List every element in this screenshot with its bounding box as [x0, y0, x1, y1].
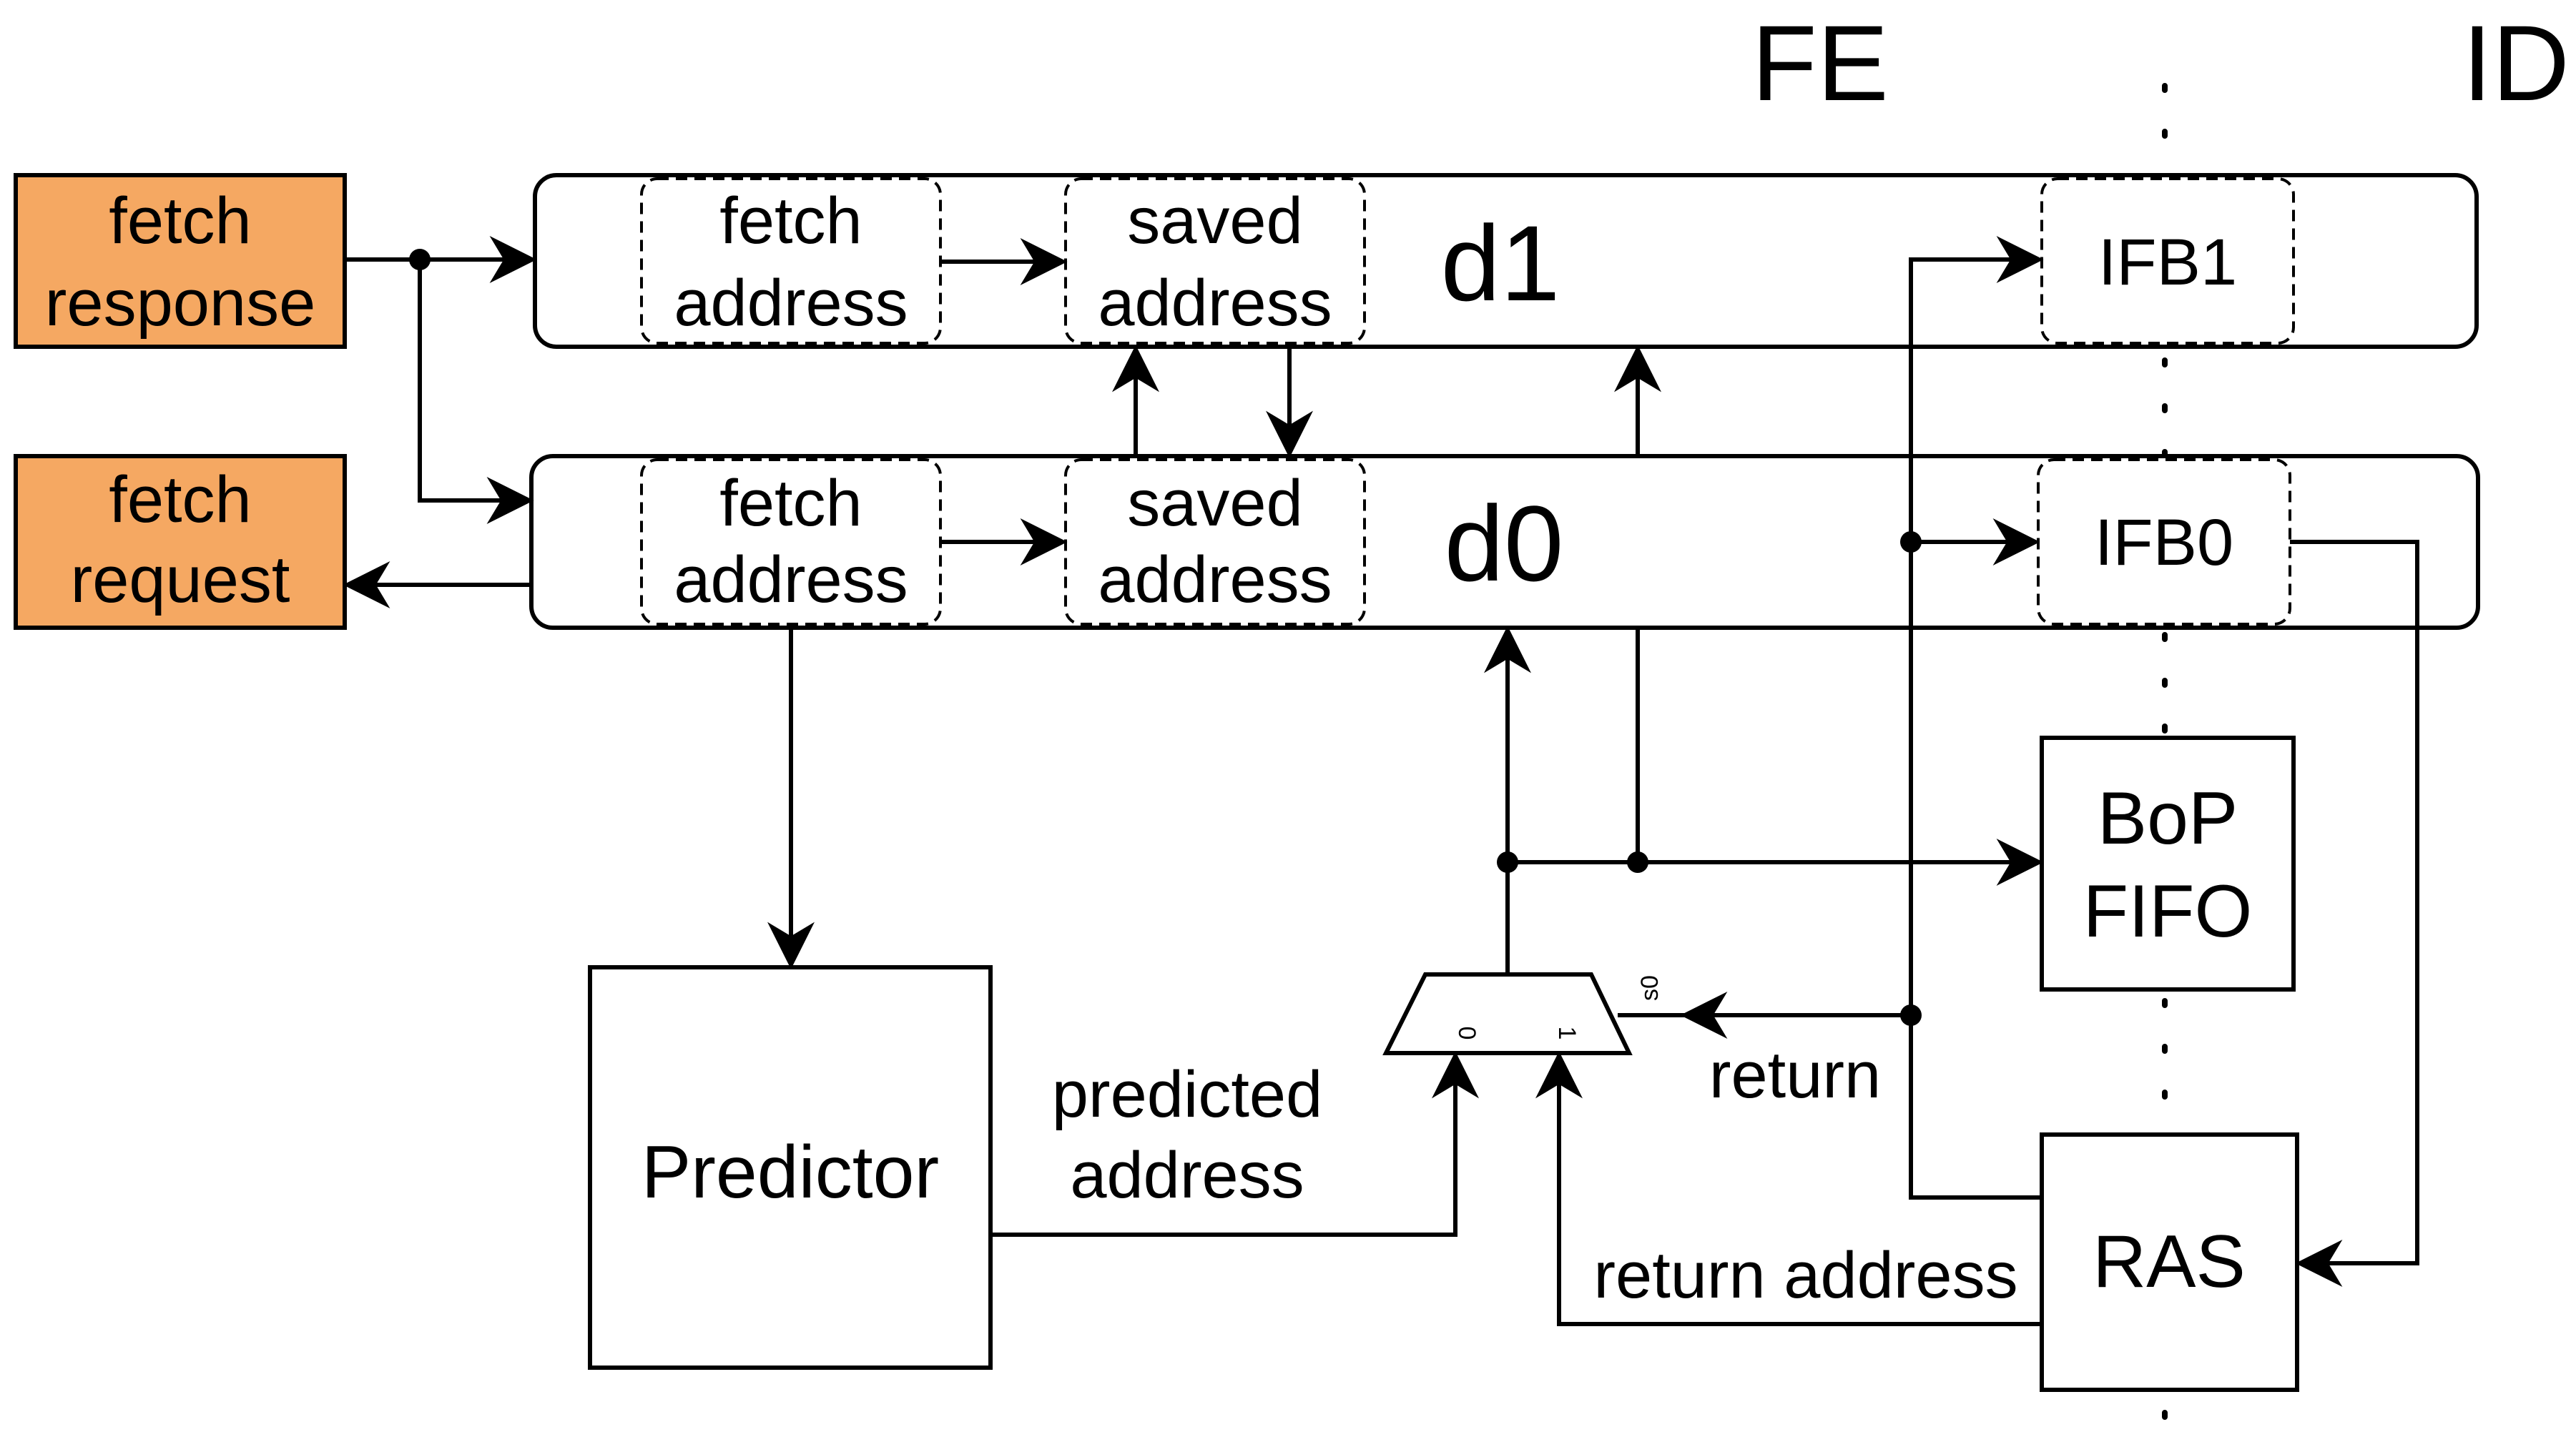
fetch-response-box: fetch response	[14, 173, 347, 349]
junction-dot	[1900, 1004, 1922, 1026]
fetch-response-line2: response	[45, 267, 315, 340]
stage-label-fe: FE	[1751, 3, 1889, 123]
stage-label-id: ID	[2462, 3, 2570, 123]
return-label: return	[1709, 1039, 1881, 1112]
d1-label: d1	[1441, 203, 1560, 323]
d0-fetch-address-line2: address	[674, 543, 908, 616]
mux-select-label: s0	[1636, 975, 1663, 1001]
d1-register: fetch address saved address d1 IFB1	[533, 173, 2479, 349]
ras-box: RAS	[2040, 1132, 2299, 1392]
return-address-label: return address	[1593, 1239, 2017, 1312]
fetch-response-line1: fetch	[109, 184, 251, 257]
wire-ifb0-to-ras	[2290, 540, 2419, 1287]
d0-saved-address-line2: address	[1098, 543, 1332, 616]
d0-register: fetch address saved address d0 IFB0	[529, 454, 2480, 630]
ifb1-label: IFB1	[2098, 226, 2237, 299]
predictor-box: Predictor	[588, 965, 993, 1370]
junction-dot	[409, 249, 431, 270]
junction-dot	[1900, 531, 1922, 553]
predicted-address-label-line2: address	[1070, 1139, 1304, 1212]
wire-predictor-to-mux	[990, 1051, 1479, 1237]
d1-saved-address-line2: address	[1098, 267, 1332, 340]
predictor-label: Predictor	[641, 1131, 939, 1214]
d1-fetch-address-line2: address	[674, 267, 908, 340]
wire-fetch-response-to-d0	[418, 260, 534, 524]
wire-ras-to-ifb1	[1909, 236, 2044, 1200]
wire-ras-to-mux	[1535, 1051, 2042, 1326]
fetch-request-line1: fetch	[109, 463, 251, 536]
fetch-request-box: fetch request	[14, 454, 347, 630]
d0-saved-address-line1: saved	[1127, 467, 1303, 540]
predicted-address-label-line1: predicted	[1052, 1058, 1322, 1131]
d0-fetch-address-line1: fetch	[719, 467, 862, 540]
multiplexer: 0 1 s0	[1382, 972, 1663, 1055]
bop-fifo-line2: FIFO	[2083, 870, 2253, 953]
bop-fifo-box: BoP FIFO	[2040, 736, 2296, 992]
ras-label: RAS	[2093, 1220, 2246, 1303]
bop-fifo-line1: BoP	[2098, 777, 2238, 860]
d1-fetch-address-line1: fetch	[719, 184, 862, 257]
fetch-request-line2: request	[71, 543, 290, 616]
d1-saved-address-line1: saved	[1127, 184, 1303, 257]
mux-input-0-label: 0	[1453, 1027, 1480, 1040]
junction-dot	[1497, 851, 1518, 873]
d0-label: d0	[1445, 483, 1564, 603]
junction-dot	[1627, 851, 1648, 873]
mux-input-1-label: 1	[1553, 1027, 1580, 1040]
ifb0-label: IFB0	[2095, 506, 2233, 579]
